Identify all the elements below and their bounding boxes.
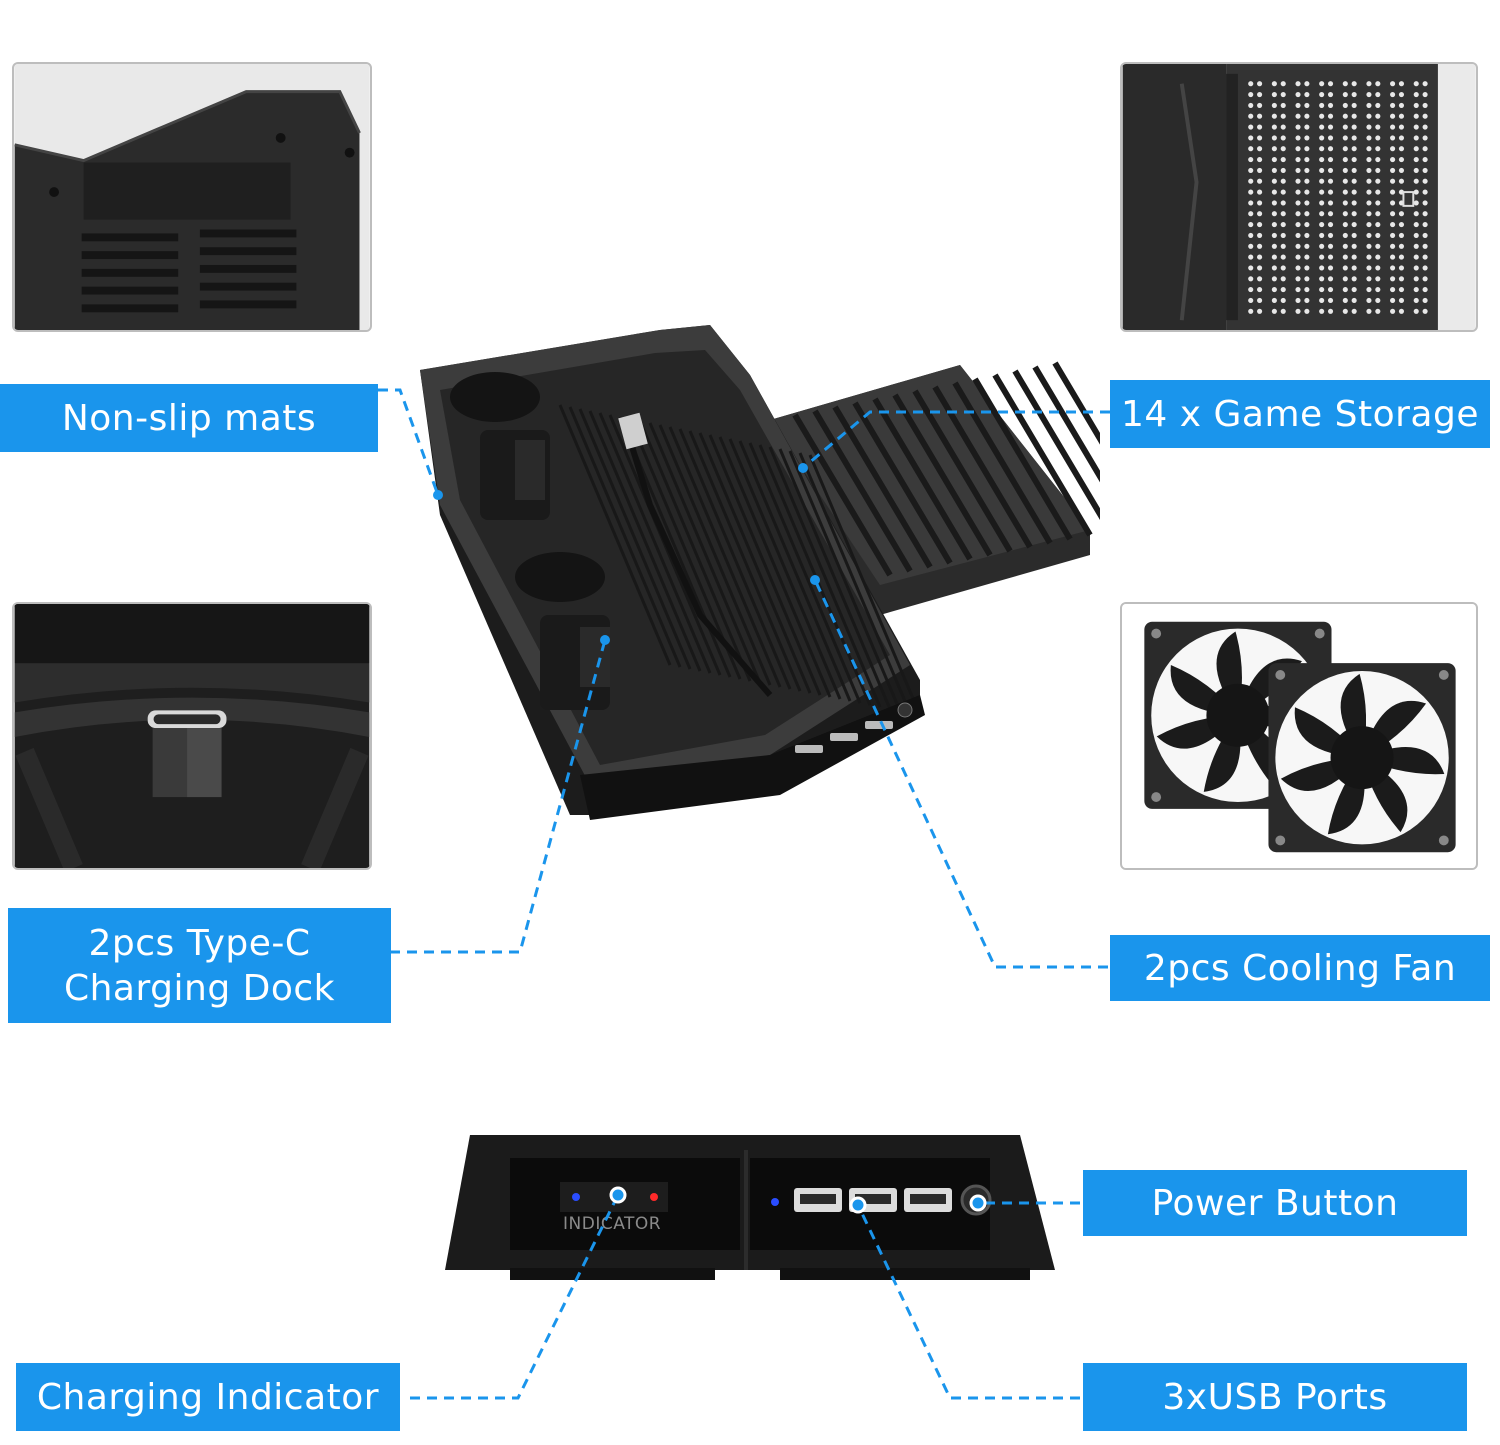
label-type-c-dock: 2pcs Type-C Charging Dock <box>8 908 391 1023</box>
usb-port-icon <box>904 1188 952 1212</box>
led-icon <box>650 1193 658 1201</box>
power-button-icon[interactable] <box>960 1184 992 1216</box>
label-cooling-fan: 2pcs Cooling Fan <box>1110 935 1490 1001</box>
label-non-slip-mats: Non-slip mats <box>0 384 378 452</box>
non-slip-mats-image <box>14 64 370 330</box>
usb-port-icon <box>849 1188 897 1212</box>
game-storage-image <box>1122 64 1476 330</box>
front-panel-closeup <box>445 1135 1055 1280</box>
label-power-button: Power Button <box>1083 1170 1467 1236</box>
label-usb-ports-text: 3xUSB Ports <box>1162 1376 1388 1418</box>
indicator-panel-text: INDICATOR <box>563 1214 662 1234</box>
label-charging-indicator: Charging Indicator <box>16 1363 400 1431</box>
label-power-button-text: Power Button <box>1151 1182 1399 1224</box>
detail-frame-game-storage <box>1120 62 1478 332</box>
detail-frame-type-c-dock <box>12 602 372 870</box>
label-cooling-fan-text: 2pcs Cooling Fan <box>1143 947 1457 989</box>
led-icon <box>613 1192 623 1202</box>
fan-icon <box>1268 663 1456 853</box>
label-non-slip-mats-text: Non-slip mats <box>61 397 317 439</box>
label-usb-ports: 3xUSB Ports <box>1083 1363 1467 1431</box>
led-icon <box>572 1193 580 1201</box>
detail-frame-cooling-fans <box>1120 602 1478 870</box>
charging-stand-product <box>420 325 1100 820</box>
charging-dock-left-top <box>450 372 550 520</box>
power-button-icon <box>897 702 913 718</box>
detail-frame-non-slip-mats <box>12 62 372 332</box>
label-game-storage-text: 14 x Game Storage <box>1121 393 1479 435</box>
type-c-dock-image <box>14 604 370 868</box>
cooling-fans-image <box>1122 604 1476 868</box>
led-icon <box>771 1198 779 1206</box>
label-type-c-line1: 2pcs Type-C <box>88 922 311 964</box>
usb-port-icon <box>794 1188 842 1212</box>
label-game-storage: 14 x Game Storage <box>1110 380 1490 448</box>
label-type-c-line2: Charging Dock <box>63 967 336 1009</box>
label-charging-indicator-text: Charging Indicator <box>36 1376 380 1418</box>
